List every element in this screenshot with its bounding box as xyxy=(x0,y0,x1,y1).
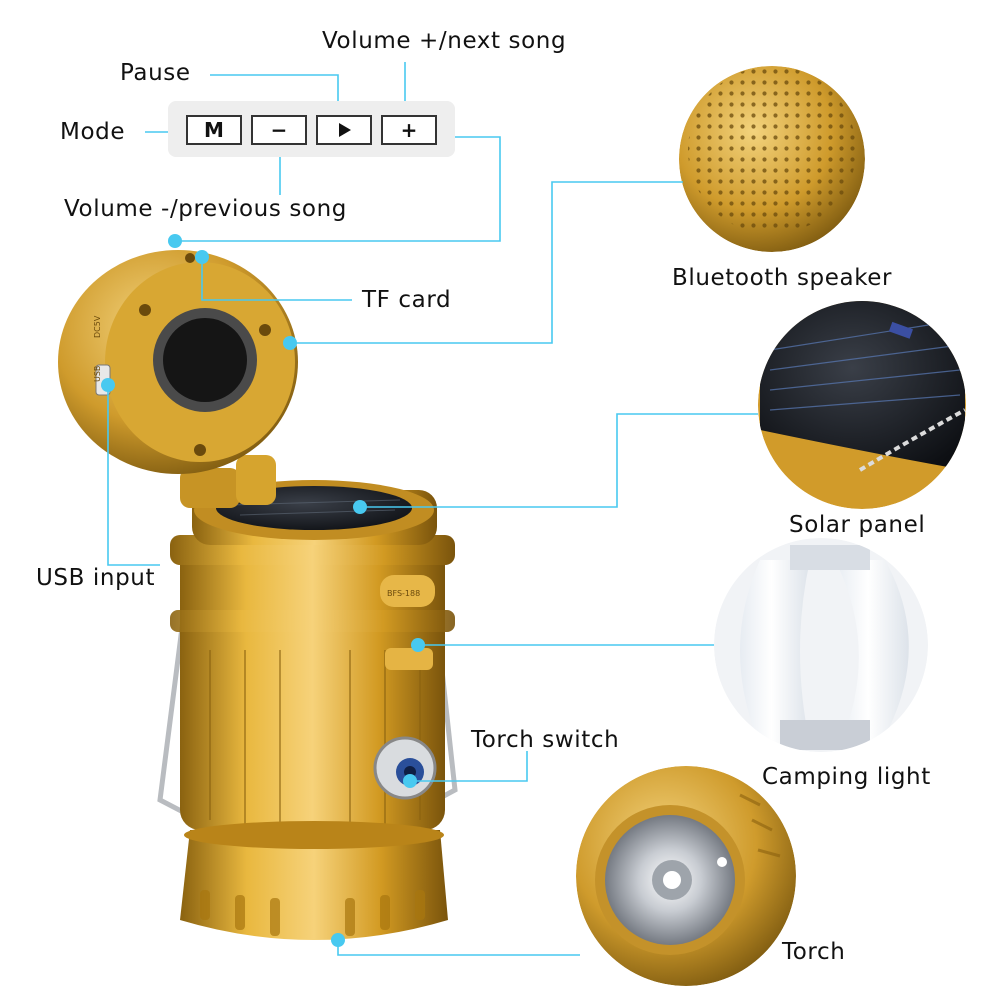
control-panel: M − + xyxy=(168,101,455,157)
label-volume-down: Volume -/previous song xyxy=(64,196,347,222)
label-mode: Mode xyxy=(60,119,126,145)
label-camping-light: Camping light xyxy=(762,764,931,790)
label-tf-card: TF card xyxy=(362,287,452,313)
label-usb-input: USB input xyxy=(36,565,156,591)
inset-torch xyxy=(576,766,796,986)
label-bluetooth-speaker: Bluetooth speaker xyxy=(672,265,893,291)
inset-solar-panel xyxy=(758,301,966,509)
label-pause: Pause xyxy=(120,60,191,86)
lid-dc-text: DC5V xyxy=(93,315,102,338)
label-torch: Torch xyxy=(782,939,846,965)
mode-button: M xyxy=(186,115,242,145)
inset-camping-light xyxy=(714,538,928,752)
lantern-lid xyxy=(58,250,298,474)
label-solar-panel: Solar panel xyxy=(789,512,926,538)
play-icon xyxy=(339,123,351,137)
volume-down-button: − xyxy=(251,115,307,145)
callout-lines xyxy=(107,62,758,956)
lantern-body xyxy=(170,455,455,940)
play-pause-button xyxy=(316,115,372,145)
lid-usb-text: USB xyxy=(93,366,102,382)
volume-up-button: + xyxy=(381,115,437,145)
inset-bluetooth-speaker xyxy=(679,66,865,252)
body-badge-text: BFS-188 xyxy=(387,589,420,598)
label-volume-up: Volume +/next song xyxy=(322,28,567,54)
callout-dots xyxy=(101,234,425,947)
label-torch-switch: Torch switch xyxy=(471,727,620,753)
